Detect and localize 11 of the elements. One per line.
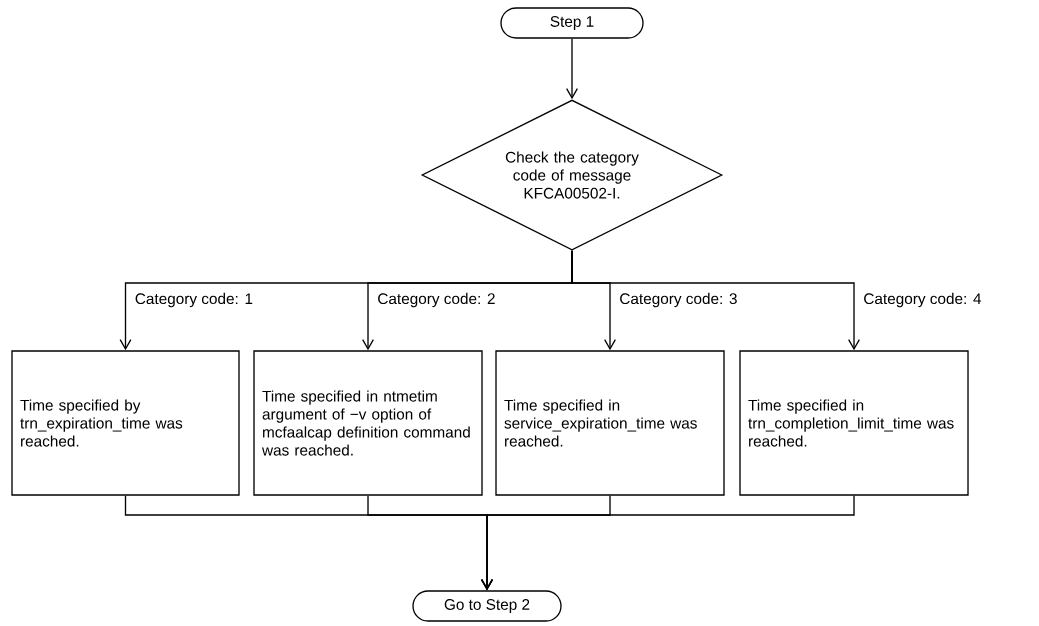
edge-label: Category code: 2	[378, 292, 495, 308]
process-box: Time specified in service_expiration_time was reached.	[495, 350, 725, 496]
edge-label: Category code: 4	[864, 292, 982, 308]
process-box: Time specified in ntmetim argument of −v option of mcfaalcap definition command was reached.	[253, 350, 483, 496]
process-box: Time specified by trn_expiration_time was reached.	[11, 350, 240, 496]
edge-label: Category code: 3	[620, 292, 737, 308]
edge-label: Category code: 1	[135, 292, 253, 308]
arrow	[481, 495, 855, 591]
arrow	[566, 38, 578, 100]
arrow	[571, 250, 860, 351]
process-box: Time specified in trn_completion_limit_time was reached.	[739, 350, 969, 496]
